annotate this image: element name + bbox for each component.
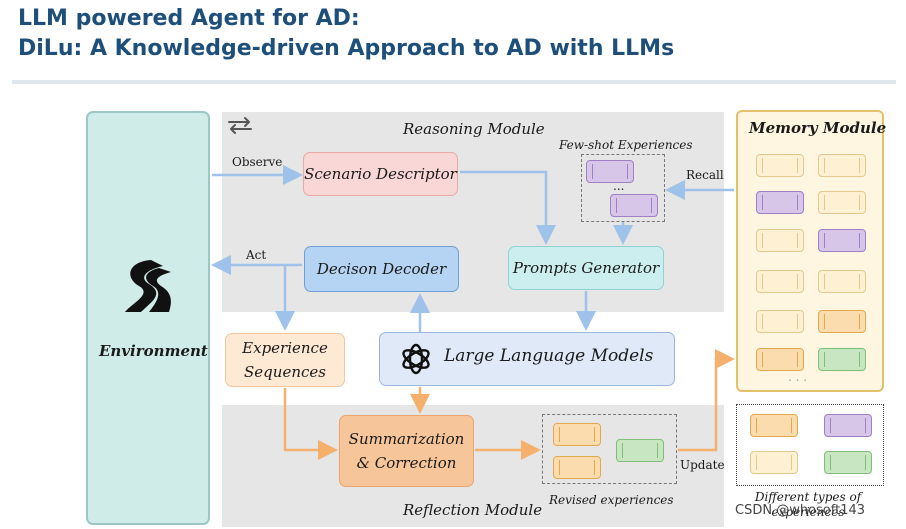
few-shot-card-2 [610,194,658,217]
update-label: Update [680,458,725,472]
recall-label: Recall [686,168,724,182]
revised-card-1 [553,423,601,446]
memory-card [756,154,804,177]
memory-module-label: Memory Module [749,119,887,137]
memory-card [756,310,804,333]
observe-label: Observe [232,155,283,169]
revised-card-3 [616,439,664,462]
memory-card [818,310,866,333]
reflection-module-label: Reflection Module [403,501,543,519]
type-card-yellow [750,451,798,474]
decision-decoder-box: Decison Decoder [304,246,459,292]
memory-card [818,191,866,214]
memory-card [818,348,866,371]
memory-ellipsis: . . . [788,370,808,384]
scenario-descriptor-box: Scenario Descriptor [303,152,458,196]
types-container [736,404,884,486]
revised-card-2 [553,456,601,479]
prompts-generator-box: Prompts Generator [508,246,664,290]
act-label: Act [246,248,267,262]
reasoning-module-label: Reasoning Module [403,120,545,138]
road-icon [125,260,171,312]
revised-container [542,414,677,484]
different-types-label: Different types of experiences [754,490,862,519]
few-shot-card-1 [586,160,634,183]
type-card-purple [824,414,872,437]
type-card-orange [750,414,798,437]
watermark: CSDN @whosoft143 [735,503,866,518]
revised-experiences-label: Revised experiences [549,493,674,507]
llm-label: Large Language Models [444,346,654,366]
environment-box [86,111,210,525]
sync-icon [228,117,252,134]
environment-label: Environment [99,342,208,360]
few-shot-container [581,154,665,222]
llm-box [379,332,675,386]
memory-card [818,154,866,177]
memory-card [756,270,804,293]
summarization-box: Summarization & Correction [339,415,474,487]
type-card-green [824,451,872,474]
memory-card [756,229,804,252]
memory-card [756,191,804,214]
openai-logo [402,343,430,375]
experience-sequences-box: Experience Sequences [225,333,345,387]
few-shot-label: Few-shot Experiences [559,138,693,152]
title-line-1: LLM powered Agent for AD: [18,6,360,31]
memory-card [818,270,866,293]
memory-card [818,229,866,252]
title-separator [12,80,896,84]
memory-card [756,348,804,371]
few-shot-ellipsis: ... [613,179,625,193]
title-line-2: DiLu: A Knowledge-driven Approach to AD … [18,36,675,61]
